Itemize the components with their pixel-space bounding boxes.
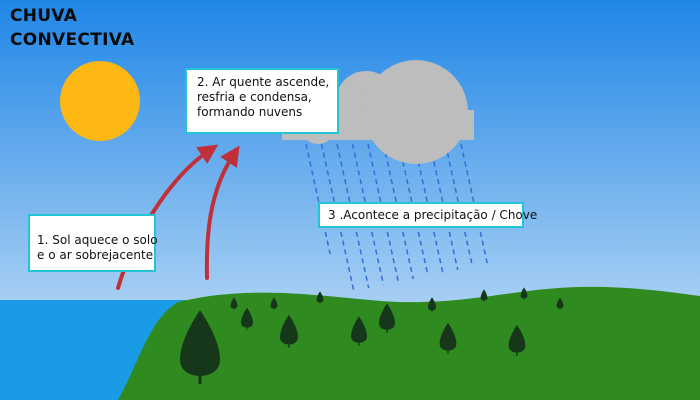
step-2-line-1: 2. Ar quente ascende, [197, 75, 330, 89]
tree-icon [508, 324, 526, 356]
tree-icon [241, 307, 253, 330]
tree-icon [270, 297, 278, 310]
arrow-up-icon [204, 145, 240, 280]
grass-hill [118, 286, 700, 400]
tree-icon [280, 314, 298, 348]
rain-streak [444, 143, 474, 268]
step-2-box: 2. Ar quente ascende, resfria e condensa… [185, 68, 339, 134]
step-2-line-2: resfria e condensa, [197, 90, 312, 104]
tree-icon [439, 322, 457, 354]
rain-streak [367, 143, 400, 283]
diagram-title: CHUVA CONVECTIVA [10, 4, 134, 52]
title-line-2: CONVECTIVA [10, 30, 135, 50]
tree-icon [351, 316, 367, 346]
trees [180, 287, 564, 384]
step-3-box: 3 .Acontece a precipitação / Chove [318, 202, 538, 228]
step-1-line-2: e o ar sobrejacente [37, 248, 154, 262]
tree-icon [480, 289, 488, 302]
step-1-line-1: 1. Sol aquece o solo [37, 233, 158, 247]
step-3-line-1: 3 .Acontece a precipitação / Chove [328, 208, 538, 222]
tree-icon [379, 303, 395, 333]
tree-icon [230, 297, 238, 310]
sun-icon [60, 61, 140, 141]
tree-icon [428, 297, 436, 312]
rain-streak [460, 143, 489, 265]
step-2-line-3: formando nuvens [197, 105, 303, 119]
tree-icon [520, 287, 528, 300]
tree-icon [556, 297, 564, 310]
rain-streak [305, 143, 331, 255]
step-1-box: 1. Sol aquece o solo e o ar sobrejacente [28, 214, 158, 272]
title-line-1: CHUVA [10, 6, 78, 26]
tree-icon [316, 291, 324, 304]
tree-icon [180, 310, 220, 384]
